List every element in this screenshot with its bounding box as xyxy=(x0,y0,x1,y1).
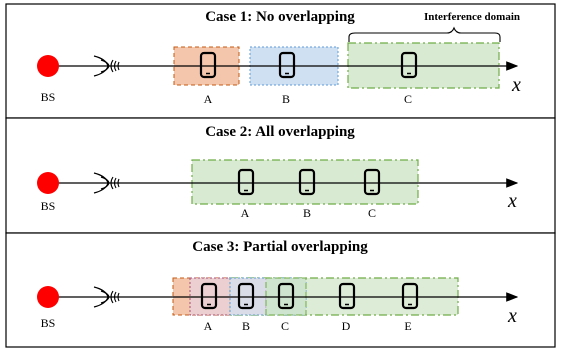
case-1-device-label-a: A xyxy=(204,92,213,106)
case-1-annotation: Interference domain xyxy=(424,11,520,23)
case-1-title: Case 1: No overlapping xyxy=(205,9,355,25)
case-2-bs-label: BS xyxy=(41,199,56,213)
case-3-panel: Case 3: Partial overlapping BS x A B C D… xyxy=(5,232,556,348)
case-1-device-label-c: C xyxy=(404,92,412,106)
case-1-brace xyxy=(348,26,501,42)
case-2-axis-label: x xyxy=(507,190,517,212)
case-3-device-label-b: B xyxy=(242,319,250,333)
case-2-domain xyxy=(191,159,419,205)
case-3-device-label-a: A xyxy=(204,319,213,333)
case-2-title: Case 2: All overlapping xyxy=(205,124,355,140)
case-3-bs-label: BS xyxy=(41,316,56,330)
case-1-device-label-b: B xyxy=(282,92,290,106)
case-1-bs-label: BS xyxy=(41,90,56,104)
case-1-axis-label: x xyxy=(511,74,521,96)
case-3-title: Case 3: Partial overlapping xyxy=(192,239,368,255)
case-2-device-label-c: C xyxy=(368,206,376,220)
case-2-device-label-b: B xyxy=(303,206,311,220)
case-3-device-label-e: E xyxy=(404,319,411,333)
case-2-device-label-a: A xyxy=(241,206,250,220)
case-1-bs-icon xyxy=(37,55,59,77)
case-3-bs-icon xyxy=(37,286,59,308)
case-3-device-label-d: D xyxy=(342,319,351,333)
case-2-bs-icon xyxy=(37,172,59,194)
case-3-device-label-c: C xyxy=(281,319,289,333)
case-3-axis-label: x xyxy=(507,305,517,327)
case-1-panel: Case 1: No overlapping Interference doma… xyxy=(5,3,556,119)
case-2-panel: Case 2: All overlapping BS x A B C xyxy=(5,117,556,234)
